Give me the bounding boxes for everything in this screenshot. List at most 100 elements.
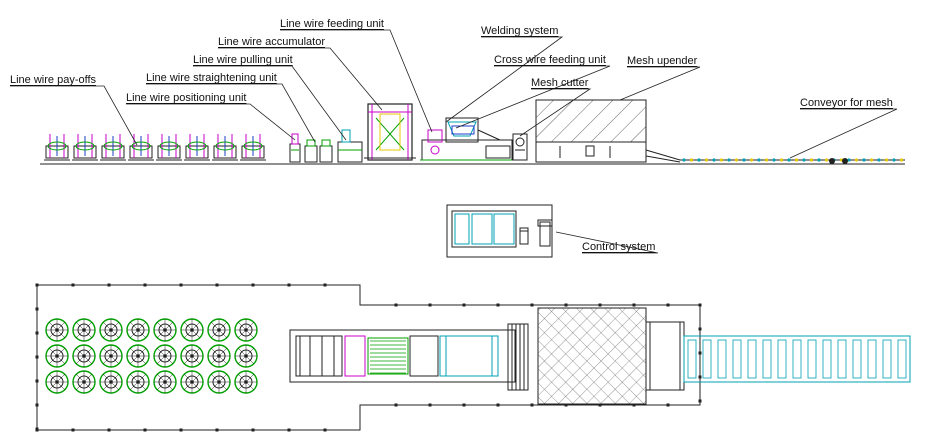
payoff-stand-side bbox=[128, 134, 154, 161]
fence-post bbox=[287, 283, 291, 287]
payoff-reel-plan bbox=[180, 370, 204, 394]
fence-post bbox=[698, 399, 702, 403]
positioning-unit-side bbox=[289, 133, 301, 163]
payoff-reel-plan bbox=[72, 318, 96, 342]
payoff-stand-side bbox=[44, 134, 70, 161]
fence-post bbox=[35, 403, 39, 407]
conveyor-roller-side bbox=[742, 158, 746, 162]
fence-post bbox=[179, 283, 183, 287]
conveyor-roller-side bbox=[817, 158, 821, 162]
accumulator-side bbox=[364, 103, 416, 161]
side-elevation bbox=[40, 99, 905, 165]
fence-post bbox=[496, 403, 500, 407]
conveyor-roller-side bbox=[734, 158, 739, 162]
payoff-reel-plan bbox=[153, 344, 177, 368]
conveyor-wheel bbox=[829, 158, 835, 164]
mesh-upender-side bbox=[535, 99, 647, 163]
payoff-reel-plan bbox=[207, 370, 231, 394]
payoff-reel-plan bbox=[72, 370, 96, 394]
conveyor-roller-side bbox=[884, 158, 889, 162]
conveyor-roller-side bbox=[854, 158, 859, 162]
payoff-reel-plan bbox=[180, 318, 204, 342]
conveyor-roller-side bbox=[899, 158, 904, 162]
conveyor-roller-side bbox=[712, 158, 716, 162]
fence-post bbox=[107, 428, 111, 432]
label-line-wire-pulling-unit: Line wire pulling unit bbox=[193, 54, 293, 66]
conveyor-roller-plan bbox=[882, 339, 892, 379]
payoff-reel-plan bbox=[207, 318, 231, 342]
conveyor-roller-plan bbox=[687, 339, 697, 379]
conveyor-roller-plan bbox=[762, 339, 772, 379]
label-line-wire-accumulator: Line wire accumulator bbox=[218, 36, 325, 48]
conveyor-roller-plan bbox=[852, 339, 862, 379]
leader-lines bbox=[10, 29, 898, 254]
label-welding-system: Welding system bbox=[481, 25, 559, 37]
payoff-stand-side bbox=[212, 134, 238, 161]
fence-post bbox=[35, 283, 39, 287]
fence-post bbox=[598, 303, 602, 307]
conveyor-roller-plan bbox=[792, 339, 802, 379]
label-conveyor-for-mesh: Conveyor for mesh bbox=[800, 97, 893, 109]
fence-post bbox=[35, 307, 39, 311]
fence-post bbox=[462, 403, 466, 407]
label-mesh-cutter: Mesh cutter bbox=[531, 77, 589, 89]
payoff-reel-plan bbox=[234, 344, 258, 368]
fence-post bbox=[143, 283, 147, 287]
fence-post bbox=[71, 428, 75, 432]
fence-post bbox=[698, 327, 702, 331]
control-system-drawing bbox=[446, 204, 553, 258]
fence-post bbox=[462, 303, 466, 307]
fence-post bbox=[35, 331, 39, 335]
payoff-reel-plan bbox=[180, 344, 204, 368]
fence-post bbox=[428, 303, 432, 307]
conveyor-roller-plan bbox=[702, 339, 712, 379]
payoff-reel-plan bbox=[99, 370, 123, 394]
payoff-reel-plan bbox=[153, 370, 177, 394]
fence-post bbox=[564, 403, 568, 407]
label-line-wire-straightening-unit: Line wire straightening unit bbox=[146, 72, 277, 84]
payoff-reel-plan bbox=[99, 344, 123, 368]
payoff-reel-plan bbox=[207, 344, 231, 368]
payoff-reel-plan bbox=[72, 344, 96, 368]
conveyor-roller-side bbox=[727, 158, 731, 162]
conveyor-roller-side bbox=[757, 158, 761, 162]
label-mesh-upender: Mesh upender bbox=[627, 55, 698, 67]
payoff-reel-plan bbox=[45, 344, 69, 368]
fence-post bbox=[632, 403, 636, 407]
payoff-reel-plan bbox=[126, 370, 150, 394]
payoff-stand-side bbox=[72, 134, 98, 161]
fence-post bbox=[394, 403, 398, 407]
conveyor-roller-plan bbox=[822, 339, 832, 379]
plan-view bbox=[35, 283, 911, 432]
payoff-grid-plan bbox=[45, 318, 258, 394]
conveyor-roller-side bbox=[802, 158, 806, 162]
fence-post bbox=[143, 428, 147, 432]
conveyor-roller-plan bbox=[717, 339, 727, 379]
fence-post bbox=[530, 403, 534, 407]
fence-post bbox=[215, 428, 219, 432]
conveyor-roller-side bbox=[877, 158, 881, 162]
conveyor-roller-plan bbox=[867, 339, 877, 379]
conveyor-roller-side bbox=[749, 158, 754, 162]
conveyor-roller-side bbox=[779, 158, 784, 162]
fence-post bbox=[35, 379, 39, 383]
conveyor-roller-side bbox=[772, 158, 776, 162]
fence-post bbox=[530, 303, 534, 307]
payoff-reel-plan bbox=[153, 318, 177, 342]
conveyor-roller-side bbox=[689, 158, 694, 162]
fence-post bbox=[698, 303, 702, 307]
payoff-stand-side bbox=[184, 134, 210, 161]
fence-post bbox=[598, 403, 602, 407]
fence-post bbox=[251, 283, 255, 287]
payoff-reel-plan bbox=[126, 344, 150, 368]
fence-post bbox=[35, 355, 39, 359]
conveyor-roller-side bbox=[794, 158, 799, 162]
fence-post bbox=[496, 303, 500, 307]
straightening-unit-side bbox=[304, 139, 333, 163]
label-cross-wire-feeding-unit: Cross wire feeding unit bbox=[494, 54, 606, 66]
conveyor-roller-side bbox=[787, 158, 791, 162]
conveyor-roller-plan bbox=[732, 339, 742, 379]
conveyor-roller-side bbox=[682, 158, 686, 162]
